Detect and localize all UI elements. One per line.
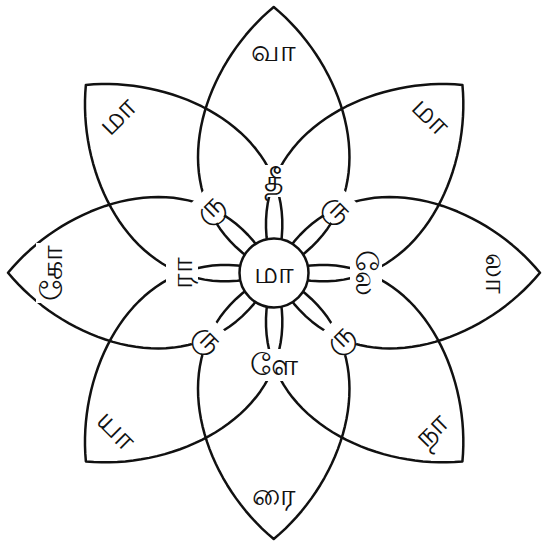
syllable-holder: ரா — [164, 257, 200, 289]
circle-path — [240, 239, 309, 308]
inner-syllable: ரா — [166, 255, 198, 291]
syllable-holder: லே — [341, 257, 391, 289]
syllable-holder: மா — [95, 100, 139, 132]
syllable-holder: ரு — [193, 322, 225, 354]
outer-syllable: கோ — [36, 243, 68, 303]
inner-syllable: ரு — [316, 185, 361, 230]
outer-syllable: ரை — [250, 479, 298, 511]
syllable-holder: தீ — [262, 165, 286, 197]
syllable-holder: ரு — [323, 322, 355, 354]
lotus-petal: கோ ரா — [5, 194, 277, 351]
outer-syllable: வா — [249, 35, 298, 67]
outer-syllable: யா — [89, 402, 144, 457]
syllable-holder: வா — [249, 35, 298, 67]
syllable-holder: மா — [409, 100, 453, 132]
syllable-holder: ரு — [323, 192, 355, 224]
outer-syllable: நா — [406, 405, 456, 455]
inner-syllable: ளே — [248, 349, 300, 381]
petal-path — [8, 197, 274, 348]
syllable-holder: நா — [411, 414, 450, 446]
syllable-holder: மா — [252, 257, 296, 289]
petal-path — [198, 7, 349, 273]
syllable-holder: லா — [474, 257, 519, 289]
inner-syllable: ரு — [186, 185, 231, 230]
outer-syllable: லா — [480, 250, 512, 295]
lotus-petal: ரை ளே — [195, 270, 352, 542]
petal-path — [198, 273, 349, 539]
syllable-holder: யா — [94, 414, 140, 446]
lotus-petal: லா லே — [271, 194, 543, 351]
center-circle: மா — [238, 237, 310, 309]
outer-syllable: மா — [90, 89, 144, 143]
petal-path — [274, 197, 540, 348]
outer-syllable: மா — [404, 89, 458, 143]
syllable-holder: ரை — [250, 479, 298, 511]
inner-syllable: ரு — [316, 315, 361, 360]
inner-syllable: லே — [350, 248, 382, 298]
syllable-holder: கோ — [22, 257, 82, 289]
inner-syllable: தீ — [262, 165, 286, 197]
inner-syllable: ரு — [186, 315, 231, 360]
syllable-holder: ரு — [193, 192, 225, 224]
center-syllable: மா — [252, 257, 296, 289]
syllable-holder: ளே — [248, 349, 300, 381]
lotus-petal: வா தீ — [195, 4, 352, 276]
